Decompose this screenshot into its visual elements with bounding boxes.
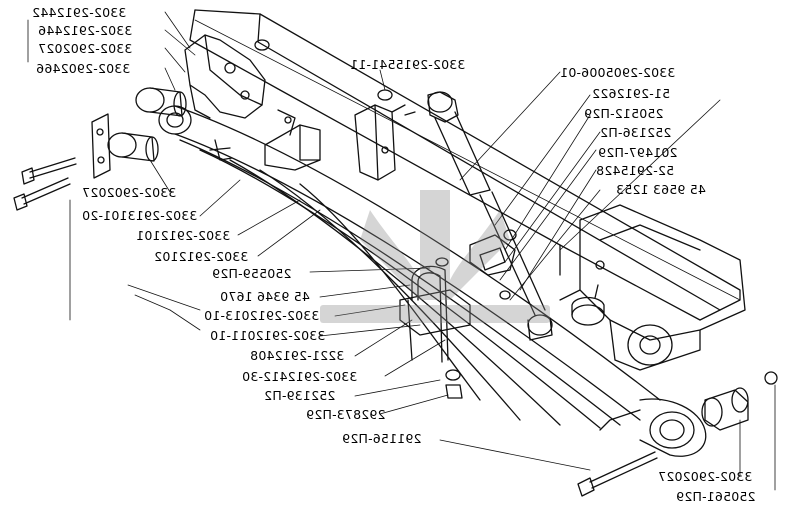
part-label: 3221-2912408 [250, 348, 345, 363]
rear-bolt [577, 451, 658, 497]
part-label: 250559-П29 [212, 266, 292, 281]
part-label: 3302-2915541-11 [350, 57, 466, 72]
part-label: 291156-П29 [342, 431, 422, 446]
leader-lines [27, 11, 776, 491]
part-label: 3302-2905006-01 [560, 65, 676, 80]
nut-middle [503, 229, 517, 241]
part-label: 3302-2912412-30 [242, 369, 358, 384]
washer-bolt [499, 290, 511, 300]
rear-shackle-bracket [559, 204, 746, 371]
front-shackle-plate [91, 113, 111, 179]
rear-bushing [701, 387, 749, 431]
part-label: 250561-П29 [676, 489, 756, 504]
part-label: 3302-2912013-10 [204, 308, 320, 323]
part-label: 52-2915428 [596, 163, 675, 178]
part-label: 252136-П2 [600, 125, 672, 140]
shock-absorber [427, 91, 553, 341]
axle-spring-seat [399, 289, 471, 336]
nut-top-left [254, 39, 270, 51]
part-label: 252139-П2 [264, 388, 336, 403]
part-label: 51-2912622 [592, 86, 671, 101]
part-label: 3302-2902027 [38, 41, 133, 56]
part-label: 45 9346 1670 [220, 289, 310, 304]
part-label: 250512-П29 [584, 106, 664, 121]
nut-rear [764, 371, 778, 385]
part-label: 201497-П29 [598, 145, 678, 160]
front-bushing-lower [107, 132, 159, 162]
front-bushing-upper [135, 87, 187, 117]
part-label: 3302-2902466 [36, 61, 131, 76]
part-label: 292873-П29 [306, 407, 386, 422]
part-label: 3302-2912446 [38, 23, 133, 38]
rear-bump-stop [571, 284, 605, 326]
nut-bracket [377, 89, 393, 101]
part-label: 3302-2902027 [82, 185, 177, 200]
part-label: 3302-2902027 [658, 469, 753, 484]
front-bolt-upper [21, 157, 77, 185]
part-label: 3302-2913101-20 [82, 208, 198, 223]
frame-rail [189, 9, 741, 321]
spring-pad-upper [264, 109, 321, 171]
front-bolt-lower [13, 177, 71, 211]
leaf-spring-pack [174, 105, 661, 429]
u-bolt [407, 265, 449, 363]
part-label: 3302-2912101 [136, 228, 231, 243]
nut-ubolt [445, 369, 463, 399]
part-label: 3302-2912102 [154, 249, 249, 264]
part-label: 45 9563 1253 [616, 182, 706, 197]
front-spring-bracket [184, 34, 266, 119]
part-label: 3302-2912011-10 [210, 328, 326, 343]
washer-small [435, 257, 449, 267]
bump-stop-bracket [354, 104, 416, 181]
part-label: 3302-2912442 [32, 5, 127, 20]
spring-rear-eye [599, 398, 707, 457]
